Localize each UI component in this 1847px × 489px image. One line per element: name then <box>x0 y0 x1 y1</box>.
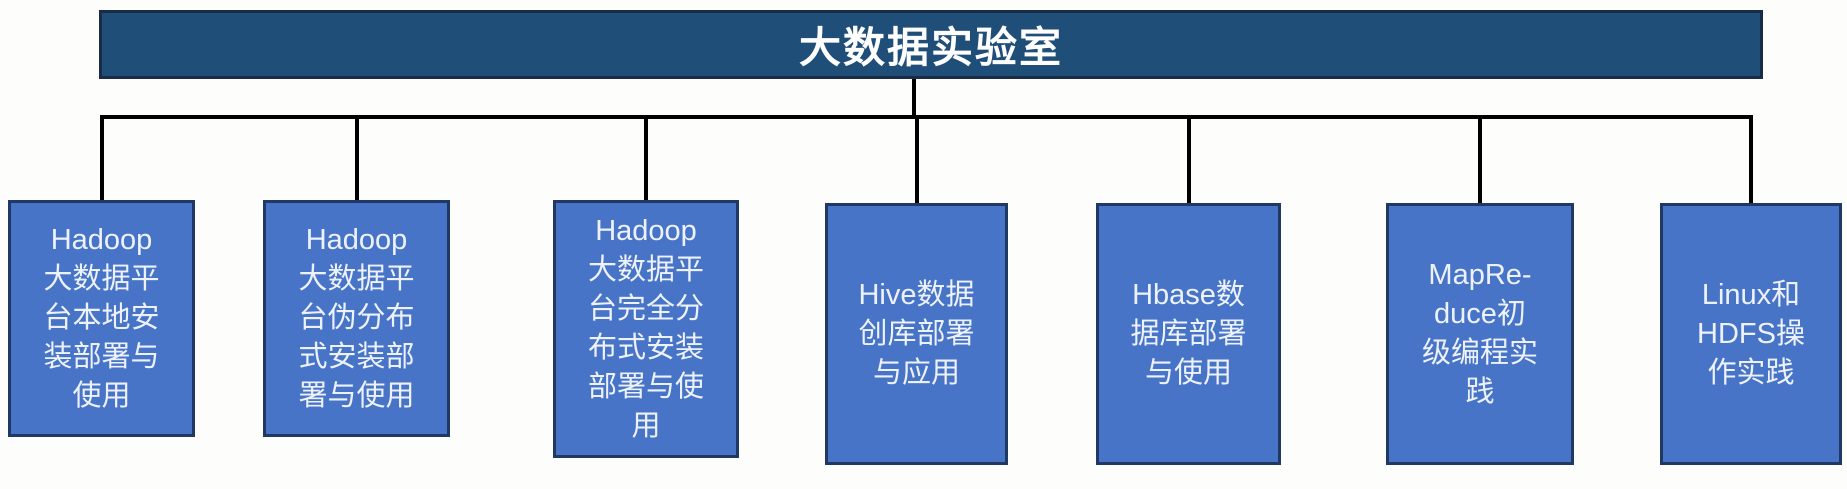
connector-trunk <box>912 77 916 119</box>
node-mapreduce: MapRe- duce初 级编程实 践 <box>1386 203 1574 465</box>
node-hadoop-local: Hadoop 大数据平 台本地安 装部署与 使用 <box>8 200 195 437</box>
node-hadoop-local-label: Hadoop 大数据平 台本地安 装部署与 使用 <box>43 224 160 412</box>
node-hbase: Hbase数 据库部署 与使用 <box>1096 203 1281 465</box>
node-hive: Hive数据 创库部署 与应用 <box>825 203 1008 465</box>
node-linux-hdfs-label: Linux和 HDFS操 作实践 <box>1697 278 1805 389</box>
connector-drop-3 <box>644 115 648 203</box>
node-hadoop-pseudo-label: Hadoop 大数据平 台伪分布 式安装部 署与使用 <box>298 224 415 412</box>
diagram-title: 大数据实验室 <box>798 24 1063 71</box>
connector-drop-5 <box>1187 115 1191 206</box>
connector-horizontal-bar <box>100 115 1753 119</box>
node-hive-label: Hive数据 创库部署 与应用 <box>858 278 975 389</box>
connector-drop-6 <box>1478 115 1482 206</box>
node-hadoop-full: Hadoop 大数据平 台完全分 布式安装 部署与使 用 <box>553 200 739 458</box>
node-linux-hdfs: Linux和 HDFS操 作实践 <box>1660 203 1842 465</box>
diagram-title-box: 大数据实验室 <box>99 10 1763 79</box>
connector-drop-7 <box>1749 115 1753 206</box>
connector-drop-4 <box>915 115 919 206</box>
connector-drop-1 <box>100 115 104 203</box>
node-hadoop-full-label: Hadoop 大数据平 台完全分 布式安装 部署与使 用 <box>587 215 704 442</box>
node-hbase-label: Hbase数 据库部署 与使用 <box>1130 278 1247 389</box>
connector-drop-2 <box>355 115 359 203</box>
node-hadoop-pseudo: Hadoop 大数据平 台伪分布 式安装部 署与使用 <box>263 200 450 437</box>
node-mapreduce-label: MapRe- duce初 级编程实 践 <box>1421 259 1538 408</box>
